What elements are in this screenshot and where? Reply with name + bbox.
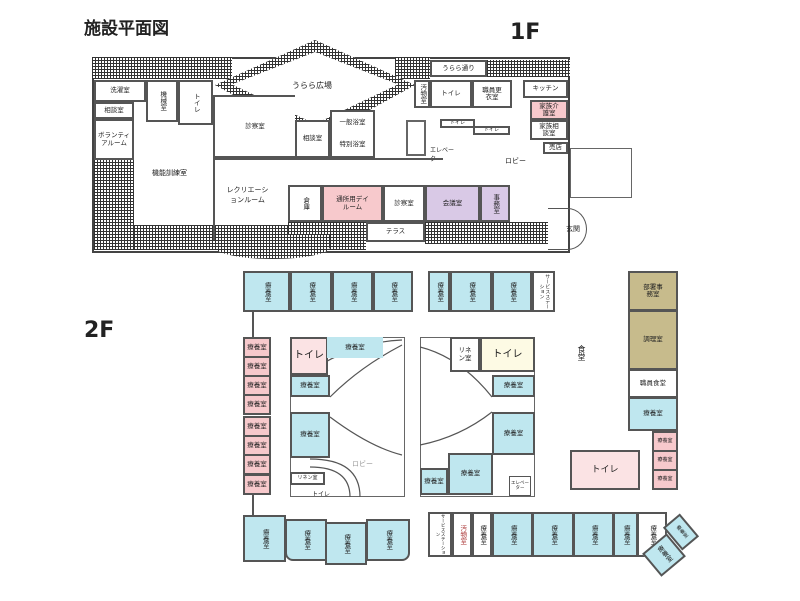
corridor-wall: [213, 160, 215, 240]
room-meeting: 会議室: [425, 185, 480, 222]
care-room: 療養室: [428, 271, 450, 312]
care-room: 療養室: [290, 271, 332, 312]
care-room: 療養室: [243, 356, 271, 377]
care-room: 療養室: [243, 435, 271, 456]
room-day-room: 通所用デイルーム: [322, 185, 383, 222]
care-room: 療養室: [448, 453, 493, 495]
wall-hatch: [425, 222, 548, 244]
label-elevator: エレベーター: [430, 147, 455, 163]
room-exam-2: 診察室: [383, 185, 425, 222]
care-room: 療養室: [373, 271, 413, 312]
floor-1f-label: 1F: [510, 20, 541, 45]
connector: [252, 312, 254, 338]
care-room: 療養室: [492, 512, 533, 557]
wall-hatch: [487, 60, 570, 77]
room-kitchen: 調理室: [628, 310, 678, 370]
room-shop: 売店: [543, 142, 568, 154]
room-general-bath: 一般浴室: [330, 110, 375, 134]
label-toilet: トイレ: [312, 491, 331, 498]
room-sluice: 汚物室: [452, 512, 472, 557]
room-linen-2: リネン室: [450, 337, 480, 372]
care-room: 療養室: [532, 512, 574, 557]
room-toilet-3: トイレ: [570, 450, 640, 490]
care-room: 療養室: [492, 375, 535, 397]
care-room: 療養室: [492, 412, 535, 455]
care-room: 療養室: [472, 512, 492, 557]
room-office: 事務室: [480, 185, 510, 222]
wall-hatch: [395, 57, 430, 79]
room-toilet-3: トイレ: [440, 119, 475, 128]
plaza-label: うらら広場: [292, 81, 332, 90]
wall-hatch: [92, 57, 232, 79]
room-toilet: トイレ: [290, 337, 328, 375]
connector: [252, 495, 254, 515]
room-exam: 診察室: [213, 95, 295, 158]
care-room: 療養室: [420, 468, 448, 495]
page-title: 施設平面図: [84, 19, 169, 39]
room-terrace: テラス: [366, 222, 425, 242]
floor-2f-label: 2F: [84, 318, 115, 343]
label-recreation-room: レクリエーションルーム: [226, 186, 269, 204]
care-room: 療養室: [450, 271, 492, 312]
label-lobby: ロビー: [505, 157, 526, 165]
care-room: 療養室: [652, 450, 678, 471]
room-toilet-2: トイレ: [480, 337, 535, 372]
annex: [570, 148, 632, 198]
room-staff-dining: 職員食堂: [628, 369, 678, 398]
label-dining: 食堂: [577, 345, 586, 361]
wall-hatch: [94, 160, 134, 250]
label-lobby-2f: ロビー: [352, 460, 373, 468]
corridor-wall: [213, 158, 443, 160]
room-storage: 倉庫: [288, 185, 322, 222]
care-room: 療養室: [290, 412, 330, 458]
care-room: 療養室: [243, 416, 271, 437]
service-station: サービスステーション: [532, 271, 555, 312]
care-room: 療養室: [652, 469, 678, 490]
room-consultation: 相談室: [94, 102, 134, 119]
room-consultation-2: 相談室: [295, 120, 330, 158]
service-station-2: サービスステーション: [428, 512, 452, 557]
elevator-shaft: [406, 120, 426, 156]
care-room: 療養室: [652, 431, 678, 452]
wall-hatch: [215, 235, 330, 259]
care-room: 療養室: [332, 271, 373, 312]
care-room: 療養室: [573, 512, 614, 557]
room-kitchen: キッチン: [523, 80, 568, 98]
room-family-care: 家族介護室: [530, 100, 568, 120]
care-room: 療養室: [492, 271, 532, 312]
care-room: 療養室: [290, 375, 330, 397]
care-room: 療養室: [628, 397, 678, 431]
care-room: 療養室: [366, 519, 410, 561]
care-room: 療養室: [613, 512, 638, 557]
room-urara-street: うらら通り: [430, 60, 487, 77]
care-room: 療養室: [243, 454, 271, 475]
room-staff-locker: 職員更衣室: [472, 80, 512, 108]
label-rehab-room: 機能訓練室: [152, 169, 187, 177]
room-dept-office: 部署事務室: [628, 271, 678, 311]
room-laundry: 洗濯室: [94, 80, 146, 102]
room-toilet-2: トイレ: [430, 80, 472, 108]
label-entrance: 玄関: [566, 225, 580, 233]
elevator-2f: エレベーター: [509, 476, 531, 496]
room-toilet: トイレ: [178, 80, 213, 125]
care-room: 療養室: [327, 337, 383, 358]
care-room: 療養室: [243, 271, 290, 312]
care-room: 療養室: [243, 337, 271, 358]
room-machine: 機械室: [146, 80, 178, 122]
care-room: 療養室: [243, 474, 271, 495]
room-toilet-4: トイレ: [473, 126, 510, 135]
room-linen: リネン室: [290, 472, 325, 485]
room-sluice: 汚物室: [414, 80, 430, 108]
care-room: 療養室: [325, 522, 367, 565]
room-volunteer: ボランティアルーム: [94, 119, 134, 160]
room-family-consult: 家族相談室: [530, 120, 568, 140]
care-room: 療養室: [285, 519, 327, 561]
care-room: 療養室: [243, 394, 271, 415]
room-special-bath: 特別浴室: [330, 134, 375, 158]
care-room: 療養室: [243, 375, 271, 396]
entrance-arc: [548, 208, 587, 250]
care-room: 療養室: [243, 515, 286, 562]
